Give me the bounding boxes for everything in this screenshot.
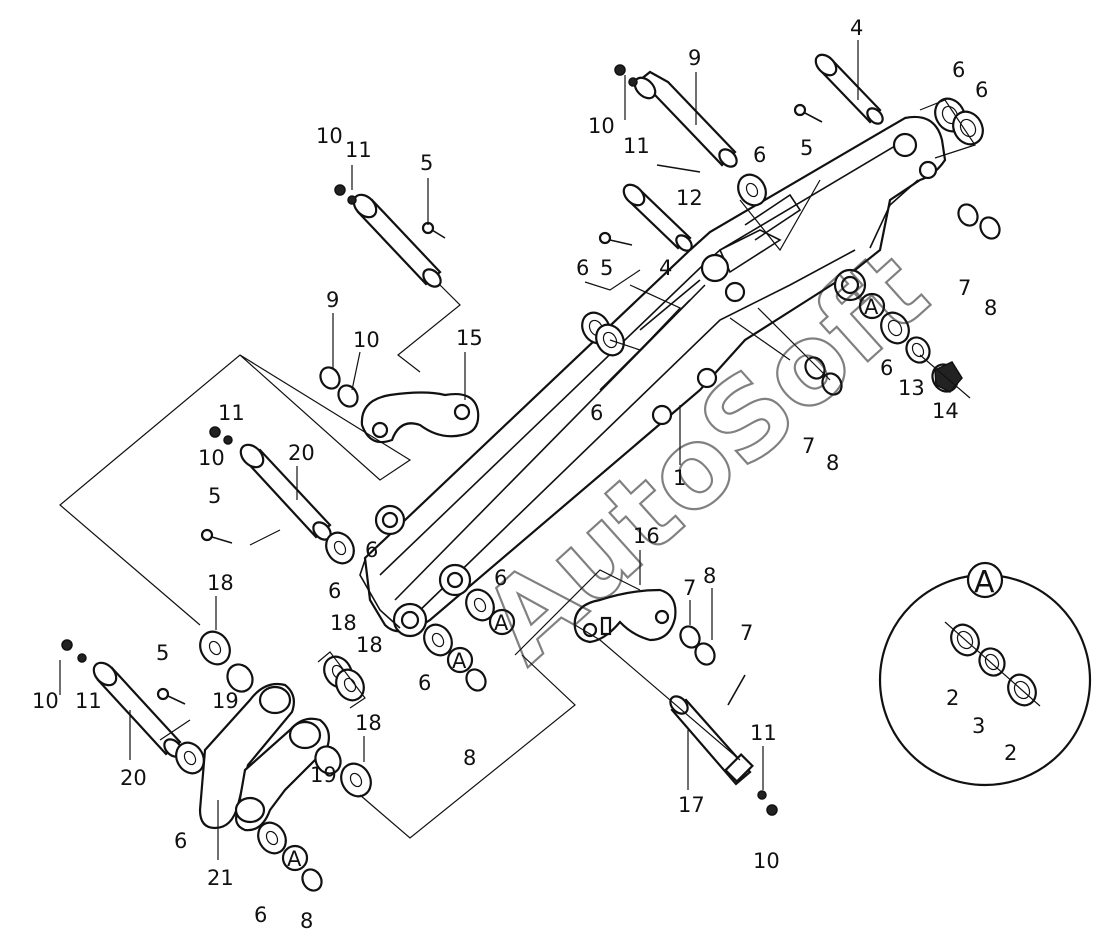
callout-11: 11 [75, 689, 102, 713]
callout-7: 7 [802, 434, 815, 458]
callout-6: 6 [418, 671, 431, 695]
callout-18: 18 [207, 571, 234, 595]
callout-8: 8 [984, 296, 997, 320]
callout-8: 8 [826, 451, 839, 475]
callout-10: 10 [316, 124, 343, 148]
callout-5: 5 [208, 484, 221, 508]
callout-10: 10 [32, 689, 59, 713]
pin-9 [633, 70, 738, 168]
callout-5: 5 [600, 256, 613, 280]
a-marker-text: A [452, 649, 467, 673]
callout-10: 10 [588, 114, 615, 138]
callout-11: 11 [218, 401, 245, 425]
callout-4: 4 [850, 16, 863, 40]
callout-5: 5 [156, 641, 169, 665]
callout-6: 6 [590, 401, 603, 425]
a-marker-text: A [864, 295, 879, 319]
callout-19: 19 [310, 763, 337, 787]
pin-4-mid [622, 183, 693, 252]
callout-1: 1 [673, 466, 686, 490]
leader-lines [59, 99, 976, 839]
callout-12: 12 [676, 186, 703, 210]
pin-4-top [814, 53, 884, 125]
a-markers: A A A A A [281, 292, 995, 872]
callout-10: 10 [198, 446, 225, 470]
a-marker-text: A [287, 847, 302, 871]
callout-6: 6 [328, 579, 341, 603]
callout-21: 21 [207, 866, 234, 890]
callout-7: 7 [683, 576, 696, 600]
callout-13: 13 [898, 376, 925, 400]
callout-11: 11 [623, 134, 650, 158]
callout-5: 5 [420, 151, 433, 175]
callout-6: 6 [952, 58, 965, 82]
link-21 [198, 682, 330, 832]
callout-15: 15 [456, 326, 483, 350]
callout-10: 10 [753, 849, 780, 873]
callout-17: 17 [678, 793, 705, 817]
callout-18: 18 [330, 611, 357, 635]
callout-6: 6 [880, 356, 893, 380]
callout-19: 19 [212, 689, 239, 713]
callout-14: 14 [932, 399, 959, 423]
callout-8: 8 [300, 909, 313, 933]
link-16 [573, 588, 677, 644]
callout-9: 9 [326, 288, 339, 312]
pin-20-lower [92, 661, 183, 758]
pin-20-mid [239, 443, 332, 541]
pin-upper-left [352, 193, 442, 288]
callout-11: 11 [345, 138, 372, 162]
detail-a-title: A [974, 565, 995, 600]
pin-17 [669, 695, 754, 786]
link-15 [360, 391, 480, 444]
callout-leaders [59, 40, 859, 860]
callout-6: 6 [975, 78, 988, 102]
callout-6: 6 [753, 143, 766, 167]
callout-6: 6 [576, 256, 589, 280]
callout-10: 10 [353, 328, 380, 352]
callout-labels: 1 2 3 2 4 4 5 5 5 5 5 6 6 6 6 6 6 6 6 6 … [32, 16, 1017, 933]
callout-6: 6 [365, 538, 378, 562]
callout-5: 5 [800, 136, 813, 160]
callout-6: 6 [174, 829, 187, 853]
callout-3: 3 [972, 714, 985, 738]
callout-2: 2 [1004, 741, 1017, 765]
callout-8: 8 [703, 564, 716, 588]
callout-18: 18 [356, 633, 383, 657]
fittings [61, 64, 963, 816]
callout-8: 8 [463, 746, 476, 770]
callout-6: 6 [494, 566, 507, 590]
boom-arm [359, 115, 947, 638]
callout-20: 20 [120, 766, 147, 790]
a-marker-text: A [494, 611, 509, 635]
detail-a-circle [878, 561, 1092, 787]
nut-14 [934, 361, 963, 393]
callout-6: 6 [254, 903, 267, 927]
callout-7: 7 [740, 621, 753, 645]
callout-4: 4 [659, 256, 672, 280]
callout-9: 9 [688, 46, 701, 70]
callout-18: 18 [355, 711, 382, 735]
callout-20: 20 [288, 441, 315, 465]
washers [175, 97, 1001, 892]
callout-7: 7 [958, 276, 971, 300]
callout-11: 11 [750, 721, 777, 745]
callout-16: 16 [633, 524, 660, 548]
callout-2: 2 [946, 686, 959, 710]
